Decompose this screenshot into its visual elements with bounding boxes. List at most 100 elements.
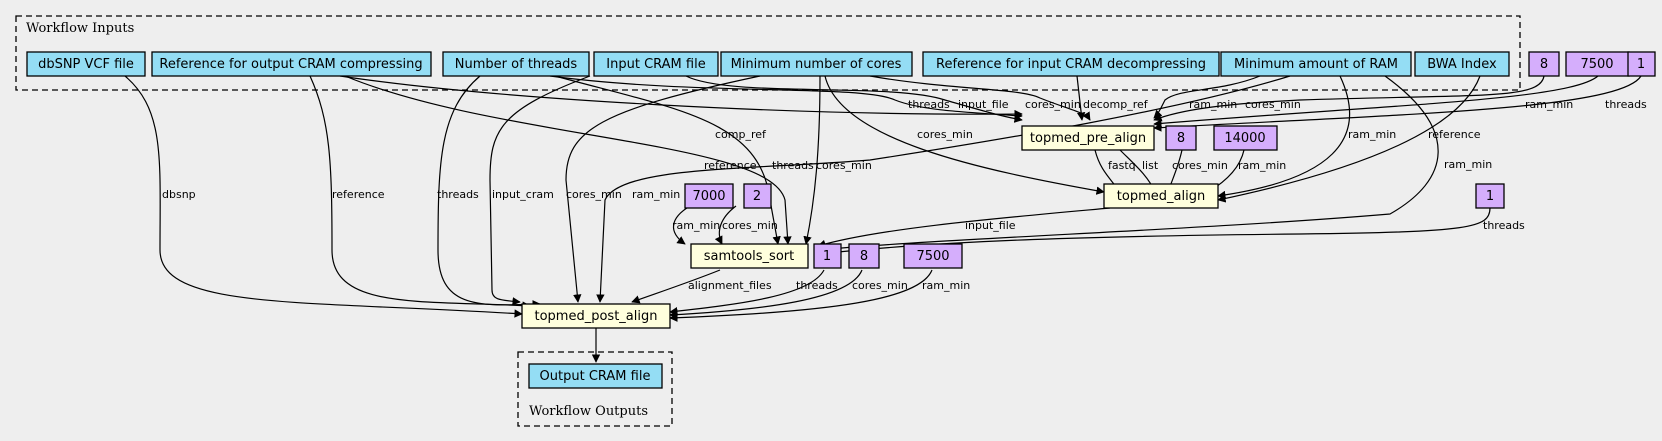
label-cores-min-align: cores_min (917, 128, 973, 141)
label-comp-ref: comp_ref (715, 128, 767, 141)
edge-threads-sort (554, 75, 781, 245)
edge-default-ram-sort (673, 205, 691, 245)
edge-threads-pre-align (549, 75, 1023, 120)
edge-min-ram-post (596, 75, 1291, 303)
node-default-align-cores-label: 8 (1177, 131, 1185, 146)
node-default-post-threads-label: 1 (823, 249, 831, 264)
node-bwa-index[interactable]: BWA Index (1414, 51, 1510, 77)
label-threads-pre: threads (908, 98, 950, 111)
node-default-sort-threads[interactable]: 1 (1475, 183, 1505, 209)
label-ram-min-align-default: ram_min (1238, 159, 1286, 172)
label-threads-pre-default: threads (1605, 98, 1647, 111)
node-topmed-pre-align-label: topmed_pre_align (1030, 131, 1146, 146)
node-number-of-threads[interactable]: Number of threads (442, 51, 590, 77)
node-number-of-threads-label: Number of threads (455, 57, 578, 72)
edge-min-cores-align (824, 75, 1105, 195)
edge-default-cores-post (669, 269, 863, 319)
edge-default-ram-post (669, 269, 933, 322)
label-ram-min-pre-default: ram_min (1525, 98, 1573, 111)
node-default-sort-ram[interactable]: 7000 (684, 183, 734, 209)
edge-input-cram-post (489, 75, 591, 306)
workflow-outputs-cluster: Workflow Outputs (517, 351, 673, 427)
edge-default-ram-pre-align (1153, 75, 1599, 128)
node-bwa-index-label: BWA Index (1427, 57, 1497, 72)
edge-min-cores-pre-align (869, 75, 1091, 121)
node-default-sort-cores[interactable]: 2 (743, 183, 772, 209)
edge-ref-out-post (309, 75, 531, 310)
label-input-cram: input_cram (492, 188, 554, 201)
label-input-file-pre: input_file (958, 98, 1009, 111)
node-default-post-ram-label: 7500 (916, 249, 949, 264)
label-threads-sort: threads (772, 159, 814, 172)
label-list: list (1142, 159, 1159, 172)
node-topmed-pre-align[interactable]: topmed_pre_align (1021, 125, 1155, 151)
node-default-post-threads[interactable]: 1 (813, 243, 842, 269)
node-default-pre-threads-label: 1 (1637, 57, 1645, 72)
node-reference-input-cram-label: Reference for input CRAM decompressing (936, 57, 1206, 72)
label-decomp-ref: decomp_ref (1083, 98, 1149, 111)
label-ram-min-post-default: ram_min (922, 279, 970, 292)
label-cores-min-sort: cores_min (816, 159, 872, 172)
node-topmed-align[interactable]: topmed_align (1103, 183, 1219, 209)
node-default-post-cores[interactable]: 8 (848, 243, 880, 269)
label-cores-min-align-default: cores_min (1172, 159, 1228, 172)
edge-ref-out-sort (344, 75, 792, 245)
edge-default-cores-sort (714, 205, 737, 245)
label-cores-min-post: cores_min (566, 188, 622, 201)
node-samtools-sort-label: samtools_sort (704, 249, 794, 264)
node-output-cram-file-label: Output CRAM file (540, 369, 651, 384)
node-topmed-post-align-label: topmed_post_align (535, 309, 658, 324)
label-ram-min-sort-from-input: ram_min (1444, 158, 1492, 171)
node-reference-output-cram-label: Reference for output CRAM compressing (159, 57, 422, 72)
edge-sort-alignment-files (631, 269, 721, 304)
node-output-cram-file[interactable]: Output CRAM file (528, 363, 663, 389)
node-default-pre-ram[interactable]: 7500 (1565, 51, 1630, 77)
edge-min-cores-sort (803, 75, 821, 245)
label-reference-align: reference (1428, 128, 1481, 141)
label-reference-post: reference (332, 188, 385, 201)
node-default-align-cores[interactable]: 8 (1165, 125, 1197, 151)
node-samtools-sort[interactable]: samtools_sort (690, 243, 809, 269)
node-minimum-amount-of-ram-label: Minimum amount of RAM (1234, 57, 1398, 72)
edge-bwa-reference (1217, 75, 1481, 203)
node-input-cram-file[interactable]: Input CRAM file (593, 51, 719, 77)
label-threads-post-default: threads (796, 279, 838, 292)
edge-min-ram-pre-align (1153, 75, 1261, 119)
node-reference-output-cram[interactable]: Reference for output CRAM compressing (151, 51, 432, 77)
label-reference-sort: reference (704, 159, 757, 172)
edge-dbsnp (124, 75, 523, 318)
node-default-pre-threads[interactable]: 1 (1627, 51, 1656, 77)
node-minimum-number-of-cores[interactable]: Minimum number of cores (720, 51, 913, 77)
node-default-sort-cores-label: 2 (753, 189, 761, 204)
node-default-pre-ram-label: 7500 (1580, 57, 1613, 72)
node-dbsnp-vcf-file[interactable]: dbSNP VCF file (26, 51, 146, 77)
node-default-align-ram-label: 14000 (1224, 131, 1265, 146)
node-default-sort-threads-label: 1 (1486, 189, 1494, 204)
node-topmed-align-label: topmed_align (1117, 189, 1205, 204)
edge-min-cores-post (565, 75, 761, 303)
label-ram-min-sort-default: ram_min (672, 219, 720, 232)
label-cores-min-sort-default: cores_min (722, 219, 778, 232)
label-threads-post: threads (437, 188, 479, 201)
node-default-align-ram[interactable]: 14000 (1213, 125, 1278, 151)
node-default-post-ram[interactable]: 7500 (903, 243, 963, 269)
node-input-cram-file-label: Input CRAM file (606, 57, 705, 72)
label-threads-sort-default: threads (1483, 219, 1525, 232)
node-dbsnp-vcf-file-label: dbSNP VCF file (38, 57, 134, 72)
edge-ref-in-decomp-ref (1076, 75, 1086, 121)
node-default-pre-cores-label: 8 (1540, 57, 1548, 72)
node-default-post-cores-label: 8 (860, 249, 868, 264)
edge-default-cores-pre-align (1153, 75, 1545, 122)
node-reference-input-cram[interactable]: Reference for input CRAM decompressing (922, 51, 1220, 77)
node-minimum-amount-of-ram[interactable]: Minimum amount of RAM (1220, 51, 1412, 77)
edge-threads-post (437, 75, 541, 309)
node-minimum-number-of-cores-label: Minimum number of cores (731, 57, 902, 72)
edge-min-ram-sort (817, 75, 1439, 254)
node-default-pre-cores[interactable]: 8 (1528, 51, 1560, 77)
edge-ref-out-comp-ref (339, 75, 1023, 119)
workflow-outputs-title: Workflow Outputs (529, 404, 648, 419)
label-ram-min-pre: ram_min (1189, 98, 1237, 111)
node-topmed-post-align[interactable]: topmed_post_align (521, 303, 671, 329)
label-cores-min-pre-default: cores_min (1245, 98, 1301, 111)
